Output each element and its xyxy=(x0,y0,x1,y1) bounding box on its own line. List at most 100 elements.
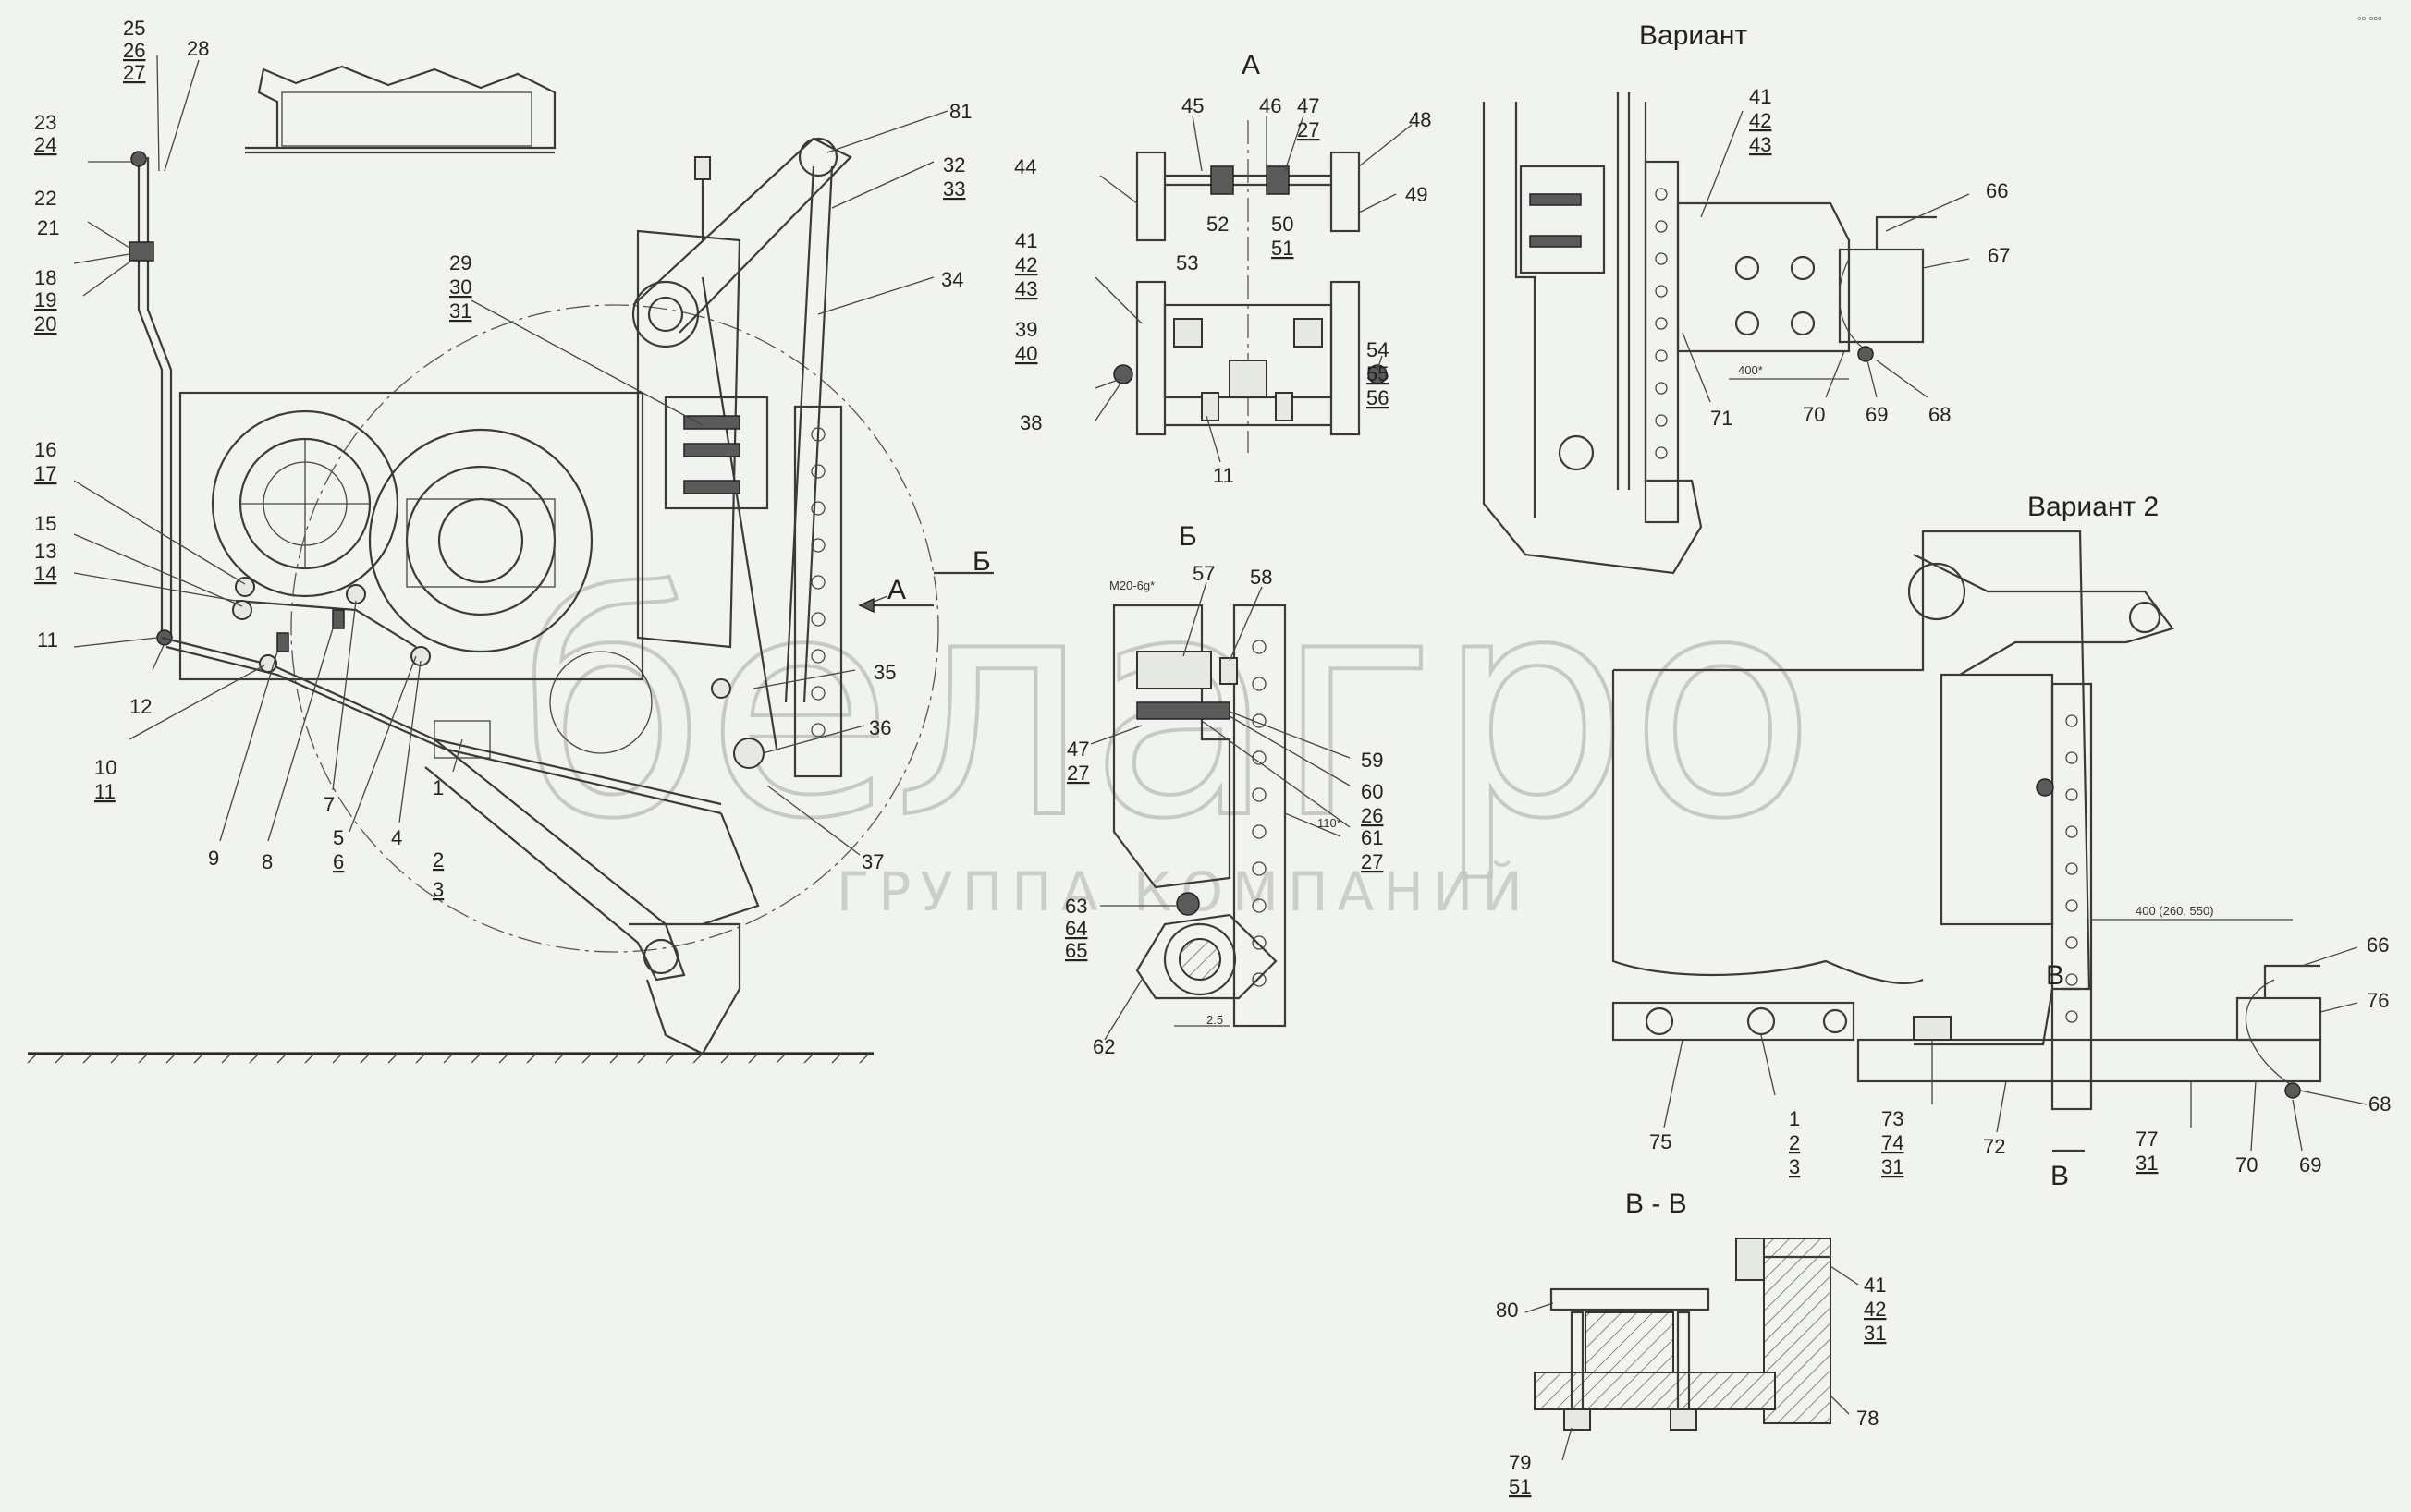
callout-31: 31 xyxy=(449,299,471,323)
callout-9: 9 xyxy=(208,847,219,870)
cab-seat-outline xyxy=(245,65,557,150)
dim-thread: M20-6g* xyxy=(1109,579,1155,592)
variant-view: Вариант 400* xyxy=(1482,20,1970,575)
view-b-title: Б xyxy=(1179,521,1197,552)
callout-27: 27 xyxy=(123,61,145,84)
callout-81: 81 xyxy=(949,100,972,123)
callout-20: 20 xyxy=(34,312,56,335)
callout-30: 30 xyxy=(449,275,471,299)
view-b-pin-62 xyxy=(1163,922,1237,996)
view-a-top-right-plate xyxy=(1329,151,1361,233)
view-b: Б M20-6g* 2.5 110* xyxy=(1090,521,1351,1041)
dim-110-line xyxy=(1284,812,1341,837)
lower-link-end xyxy=(629,922,741,1055)
view-b-nut-63 xyxy=(1176,892,1200,916)
callout-13: 13 xyxy=(34,540,56,563)
view-b-pin-section xyxy=(1179,938,1221,981)
lift-shaft-inner xyxy=(647,296,684,333)
variant2-cylinder xyxy=(1940,673,2054,926)
variant2-view: Вариант 2 400 (260, 550) В В xyxy=(1611,492,2368,1191)
callout-70-a: 70 xyxy=(1803,403,1825,426)
callout-51-b: 51 xyxy=(1509,1475,1531,1498)
callout-44: 44 xyxy=(1014,155,1036,178)
callout-28: 28 xyxy=(187,37,209,60)
hitch-bar-holes xyxy=(811,427,826,738)
variant2-housing-curve xyxy=(1611,670,1924,985)
callout-31-b: 31 xyxy=(1881,1155,1903,1178)
lift-arm-end xyxy=(798,137,838,177)
callout-31-c: 31 xyxy=(2136,1152,2158,1175)
callout-64: 64 xyxy=(1065,917,1087,940)
section-drawbar xyxy=(1534,1372,1776,1410)
callout-77: 77 xyxy=(2136,1128,2158,1151)
section-bracket-78 xyxy=(1763,1238,1831,1424)
section-leaders xyxy=(1524,1265,1859,1461)
callout-59: 59 xyxy=(1361,749,1383,772)
section-bolt-head-41 xyxy=(1735,1238,1765,1281)
callout-37: 37 xyxy=(862,850,884,873)
callout-21: 21 xyxy=(37,216,59,239)
view-a-lower-right-plate xyxy=(1329,280,1361,436)
callout-58: 58 xyxy=(1250,566,1272,589)
callout-8: 8 xyxy=(262,850,273,873)
callout-57: 57 xyxy=(1193,562,1215,585)
variant-inner-edge xyxy=(1514,102,1536,518)
callout-38: 38 xyxy=(1020,411,1042,434)
callout-39: 39 xyxy=(1015,318,1037,341)
section-arrows: А Б xyxy=(858,546,994,614)
pivot-15 xyxy=(232,600,252,620)
callout-5: 5 xyxy=(333,826,344,849)
hitch-link-37 xyxy=(702,812,760,926)
variant2-hole-75c xyxy=(1822,1008,1848,1034)
view-b-bracket xyxy=(1112,604,1231,889)
view-b-holes xyxy=(1252,640,1267,987)
view-a-nut-39 xyxy=(1113,364,1133,384)
section-plate-80 xyxy=(1549,1287,1710,1311)
pivot-5 xyxy=(410,646,431,666)
callout-68-a: 68 xyxy=(1928,403,1951,426)
callout-71: 71 xyxy=(1710,407,1732,430)
dim-400: 400* xyxy=(1738,363,1763,377)
callout-41-c: 41 xyxy=(1864,1274,1886,1297)
section-v-v-title: В - В xyxy=(1625,1189,1687,1219)
view-b-chain-59 xyxy=(1136,701,1230,720)
variant2-lift-shaft xyxy=(1907,562,1966,621)
callout-11-sub: 11 xyxy=(94,780,116,803)
callout-74: 74 xyxy=(1881,1131,1903,1154)
rear-axle-cover xyxy=(406,498,556,588)
callout-33: 33 xyxy=(943,177,965,201)
callout-79: 79 xyxy=(1509,1451,1531,1474)
variant-slot-1 xyxy=(1529,193,1582,206)
callout-11-main: 11 xyxy=(37,628,58,652)
section-v-bottom-label: В xyxy=(2050,1161,2069,1191)
variant-pivot xyxy=(1558,434,1595,471)
callout-76: 76 xyxy=(2367,989,2389,1012)
valve-slot-2 xyxy=(683,443,740,457)
pivot-13 xyxy=(235,577,255,597)
variant2-drawbar-72 xyxy=(1856,1038,2322,1083)
callout-27-a: 27 xyxy=(1297,118,1319,141)
callout-7: 7 xyxy=(324,793,335,816)
callout-3-b: 3 xyxy=(1789,1155,1800,1178)
callout-15: 15 xyxy=(34,512,56,535)
callout-70-b: 70 xyxy=(2235,1153,2258,1177)
variant2-chain-70 xyxy=(2245,979,2294,1087)
view-a-lower-left-plate xyxy=(1135,280,1167,436)
callout-31-d: 31 xyxy=(1864,1322,1886,1345)
linkage-rod-lower xyxy=(161,636,722,806)
callout-29: 29 xyxy=(449,251,471,274)
callout-60: 60 xyxy=(1361,780,1383,803)
variant2-hole-75a xyxy=(1645,1006,1674,1036)
view-b-nut-58 xyxy=(1219,657,1238,685)
view-b-hook xyxy=(1135,913,1278,1000)
view-a-top-left-plate xyxy=(1135,151,1167,242)
callout-3: 3 xyxy=(433,878,444,901)
callout-68-b: 68 xyxy=(2368,1092,2391,1116)
callout-73: 73 xyxy=(1881,1107,1903,1130)
variant-cotter-69 xyxy=(1857,346,1874,362)
variant2-hole-75b xyxy=(1746,1006,1776,1036)
callout-69-a: 69 xyxy=(1866,403,1888,426)
callout-78: 78 xyxy=(1856,1407,1879,1430)
callout-18: 18 xyxy=(34,266,56,289)
callout-69-b: 69 xyxy=(2299,1153,2321,1177)
